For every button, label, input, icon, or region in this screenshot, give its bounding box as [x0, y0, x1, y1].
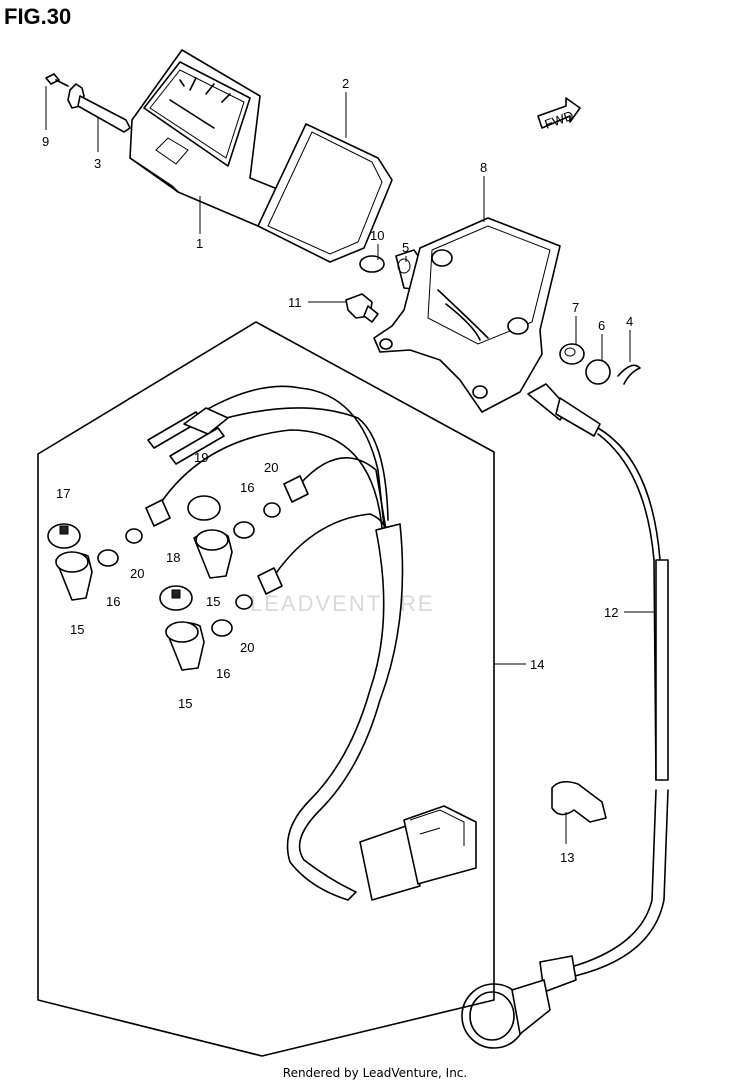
part-2-meter-case [257, 123, 393, 263]
callout-5: 5 [402, 240, 409, 255]
part-16-grommets [97, 521, 255, 637]
footer-credit: Rendered by LeadVenture, Inc. [282, 1066, 468, 1080]
callout-17: 17 [56, 486, 70, 501]
callout-13: 13 [560, 850, 574, 865]
callout-14: 14 [530, 657, 544, 672]
part-6-washer [585, 359, 611, 385]
callout-15b: 15 [206, 594, 220, 609]
fwd-label: FWD [543, 108, 576, 132]
part-17-indicator-cap [47, 523, 81, 549]
callout-16c: 16 [216, 666, 230, 681]
part-10-bulb [359, 255, 385, 273]
part-12-speedometer-cable [461, 383, 669, 1049]
callout-20c: 20 [240, 640, 254, 655]
leader-lines [45, 86, 656, 844]
callout-16b: 16 [240, 480, 254, 495]
part-19-indicator-cap [187, 495, 221, 521]
part-4-clip [617, 364, 641, 385]
callout-labels: 1 2 3 4 5 6 7 8 9 10 11 12 13 14 15 15 1… [42, 76, 633, 865]
callout-15c: 15 [178, 696, 192, 711]
callout-16a: 16 [106, 594, 120, 609]
part-7-grommet [559, 343, 585, 365]
callout-10: 10 [370, 228, 384, 243]
part-1-speedometer [129, 49, 301, 227]
callout-11: 11 [288, 295, 302, 310]
part-15-holders [55, 529, 233, 671]
callout-1: 1 [196, 236, 203, 251]
callout-8: 8 [480, 160, 487, 175]
part-20-bulb-sockets [125, 475, 309, 610]
part-11-bolt [345, 293, 379, 323]
callout-9: 9 [42, 134, 49, 149]
callout-3: 3 [94, 156, 101, 171]
callout-20a: 20 [130, 566, 144, 581]
part-9-screw [45, 73, 69, 87]
callout-15a: 15 [70, 622, 84, 637]
callout-12: 12 [604, 605, 618, 620]
part-8-bracket [373, 217, 561, 413]
callout-4: 4 [626, 314, 633, 329]
callout-18: 18 [166, 550, 180, 565]
part-14-harness-frame [37, 321, 495, 1057]
part-3-gear-shaft [67, 83, 131, 133]
part-18-indicator-cap [159, 585, 193, 611]
wiring-harness [155, 385, 477, 901]
harness-terminals [147, 407, 229, 465]
callout-6: 6 [598, 318, 605, 333]
fwd-arrow: FWD [537, 97, 581, 132]
callout-20b: 20 [264, 460, 278, 475]
callout-19: 19 [194, 450, 208, 465]
callout-2: 2 [342, 76, 349, 91]
part-13-clamp [551, 780, 607, 823]
callout-7: 7 [572, 300, 579, 315]
watermark: LEADVENTURE [250, 591, 435, 616]
figure-title: FIG.30 [4, 4, 72, 29]
